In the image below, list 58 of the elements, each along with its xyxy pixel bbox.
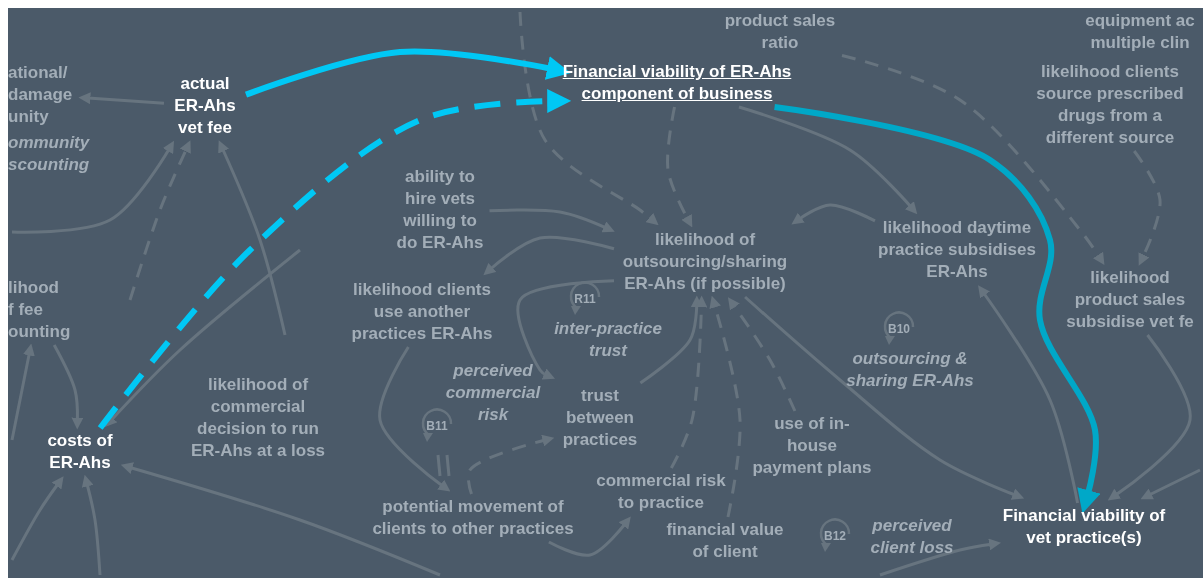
arrow bbox=[489, 208, 615, 233]
variable-label: trust between practices bbox=[555, 385, 645, 451]
arrow bbox=[774, 104, 1101, 514]
arrow bbox=[81, 474, 102, 576]
variable-label: likelihood of outsourcing/sharing ER-Ahs (if possible) bbox=[616, 229, 794, 295]
variable-label: potential movement of clients to other practices bbox=[360, 496, 586, 540]
arrow bbox=[218, 140, 287, 336]
dashed-arrow bbox=[670, 295, 708, 469]
arrow bbox=[516, 279, 615, 380]
variable-label: likelihood of commercial decision to run ER-Ahs at a loss bbox=[185, 374, 331, 462]
arrow bbox=[10, 343, 35, 441]
arrow bbox=[548, 516, 631, 557]
variable-label: equipment ac multiple clin bbox=[1080, 10, 1200, 54]
dashed-arrow bbox=[728, 297, 797, 412]
variable-label: likelihood product sales subsidise vet fe bbox=[1060, 267, 1200, 333]
variable-label: likelihood clients use another practices ER-Ahs bbox=[347, 279, 497, 345]
arrow bbox=[1140, 468, 1201, 500]
variable-label: actual ER-Ahs vet fee bbox=[166, 73, 244, 139]
variable-label: Financial viability of ER-Ahs component of business bbox=[562, 61, 792, 105]
dashed-arrow bbox=[518, 11, 659, 226]
dashed-arrow bbox=[841, 53, 1105, 266]
arrow bbox=[104, 248, 301, 428]
arrow bbox=[52, 344, 84, 430]
loop-name: outsourcing & sharing ER-Ahs bbox=[845, 348, 975, 392]
arrow bbox=[120, 462, 441, 577]
variable-label: financial value of client bbox=[664, 519, 786, 563]
arrow bbox=[11, 140, 175, 234]
dashed-arrow bbox=[709, 295, 742, 518]
dashed-arrow bbox=[97, 89, 572, 430]
arrow bbox=[738, 105, 918, 215]
arrow bbox=[244, 48, 571, 98]
variable-label: ability to hire vets willing to do ER-Ahs bbox=[392, 166, 488, 254]
loop-number: R11 bbox=[573, 292, 597, 306]
arrow bbox=[10, 476, 64, 561]
dashed-arrow bbox=[1133, 150, 1162, 266]
loop-number: B10 bbox=[887, 322, 911, 336]
dashed-arrow bbox=[128, 140, 191, 301]
variable-label: Financial viability of vet practice(s) bbox=[1001, 505, 1167, 549]
variable-label: likelihood daytime practice subsidises ER-Ahs bbox=[877, 217, 1037, 283]
arrow bbox=[78, 92, 165, 105]
arrow bbox=[791, 203, 876, 225]
dashed-arrow bbox=[666, 106, 693, 228]
arrow bbox=[483, 235, 615, 276]
variable-label: lihood f fee ounting bbox=[8, 277, 68, 343]
loop-name: inter-practice trust bbox=[553, 318, 663, 362]
arrow bbox=[1107, 334, 1192, 501]
variable-label: product sales ratio bbox=[720, 10, 840, 54]
loop-number: B12 bbox=[823, 529, 847, 543]
loop-name: ommunity scounting bbox=[8, 132, 91, 176]
loop-name: perceived client loss bbox=[869, 515, 955, 559]
variable-label: likelihood clients source prescribed drugs from a different source bbox=[1033, 61, 1187, 149]
variable-label: use of in-house payment plans bbox=[750, 413, 874, 479]
arrow bbox=[978, 285, 1080, 504]
arrow bbox=[879, 538, 1001, 577]
variable-label: costs of ER-Ahs bbox=[40, 430, 120, 474]
arrow bbox=[744, 295, 1025, 500]
dashed-arrow bbox=[466, 434, 555, 495]
arrow bbox=[378, 346, 451, 492]
